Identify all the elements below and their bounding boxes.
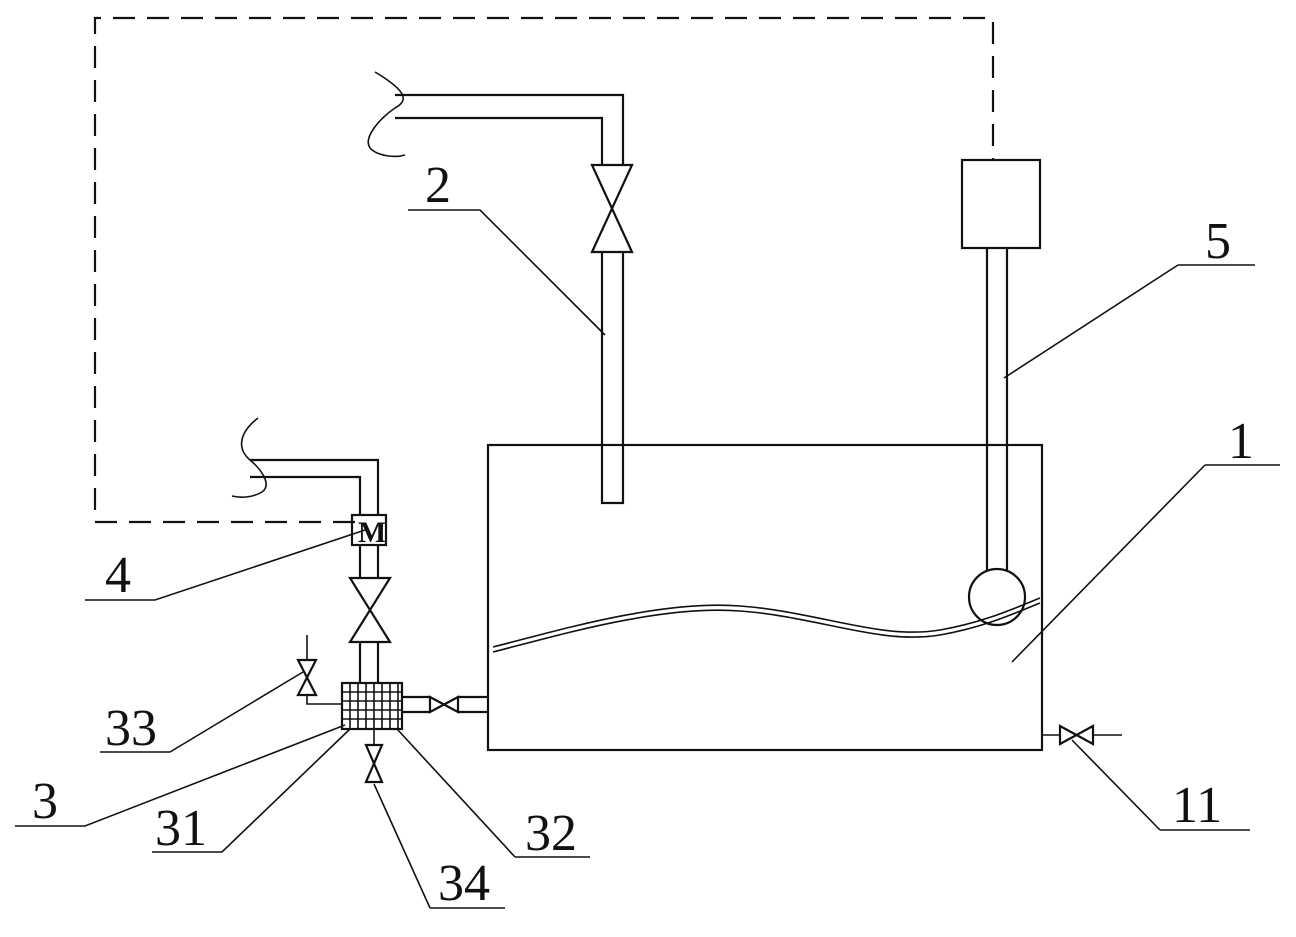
label-mixer-part-a: 31 (155, 800, 207, 857)
manual-valve (348, 576, 392, 644)
inlet-pipe-break (367, 71, 406, 158)
mixer-grid (340, 681, 404, 731)
label-mixer: 3 (32, 773, 58, 830)
label-mixer-part-b: 32 (525, 805, 577, 862)
bottom-valve (364, 743, 384, 784)
inlet-pipe-bottom (600, 252, 625, 505)
drain-valve (1058, 724, 1095, 746)
liquid-surface (492, 597, 1041, 648)
inlet-valve (590, 163, 634, 254)
tank (486, 443, 1044, 752)
label-drain-valve: 11 (1172, 777, 1222, 834)
label-tank: 1 (1228, 413, 1254, 470)
control-signal-line (93, 16, 995, 524)
motor-valve-box (350, 513, 388, 547)
side-valve (296, 658, 318, 697)
mixer-outlet-pipe (402, 695, 488, 714)
motor-outlet-pipe (358, 545, 380, 578)
level-sensor-head (960, 158, 1042, 250)
mixer-inlet-pipe (358, 642, 380, 683)
motor-symbol: M (358, 516, 386, 549)
label-side-valve: 33 (105, 700, 157, 757)
label-bottom-valve: 34 (438, 855, 490, 912)
float-ball (967, 567, 1027, 627)
feed-pipe-break (231, 417, 267, 498)
liquid-surface-inner (492, 602, 1041, 653)
side-valve-line (306, 635, 342, 705)
label-inlet-pipe: 2 (425, 157, 451, 214)
label-level-sensor: 5 (1205, 213, 1231, 270)
label-motor-valve: 4 (105, 547, 131, 604)
inlet-pipe-top (395, 93, 625, 165)
mixer-outlet-valve (428, 695, 460, 714)
leader-lines (15, 209, 1280, 909)
feed-pipe (250, 458, 380, 515)
level-sensor-rod (985, 248, 1009, 570)
